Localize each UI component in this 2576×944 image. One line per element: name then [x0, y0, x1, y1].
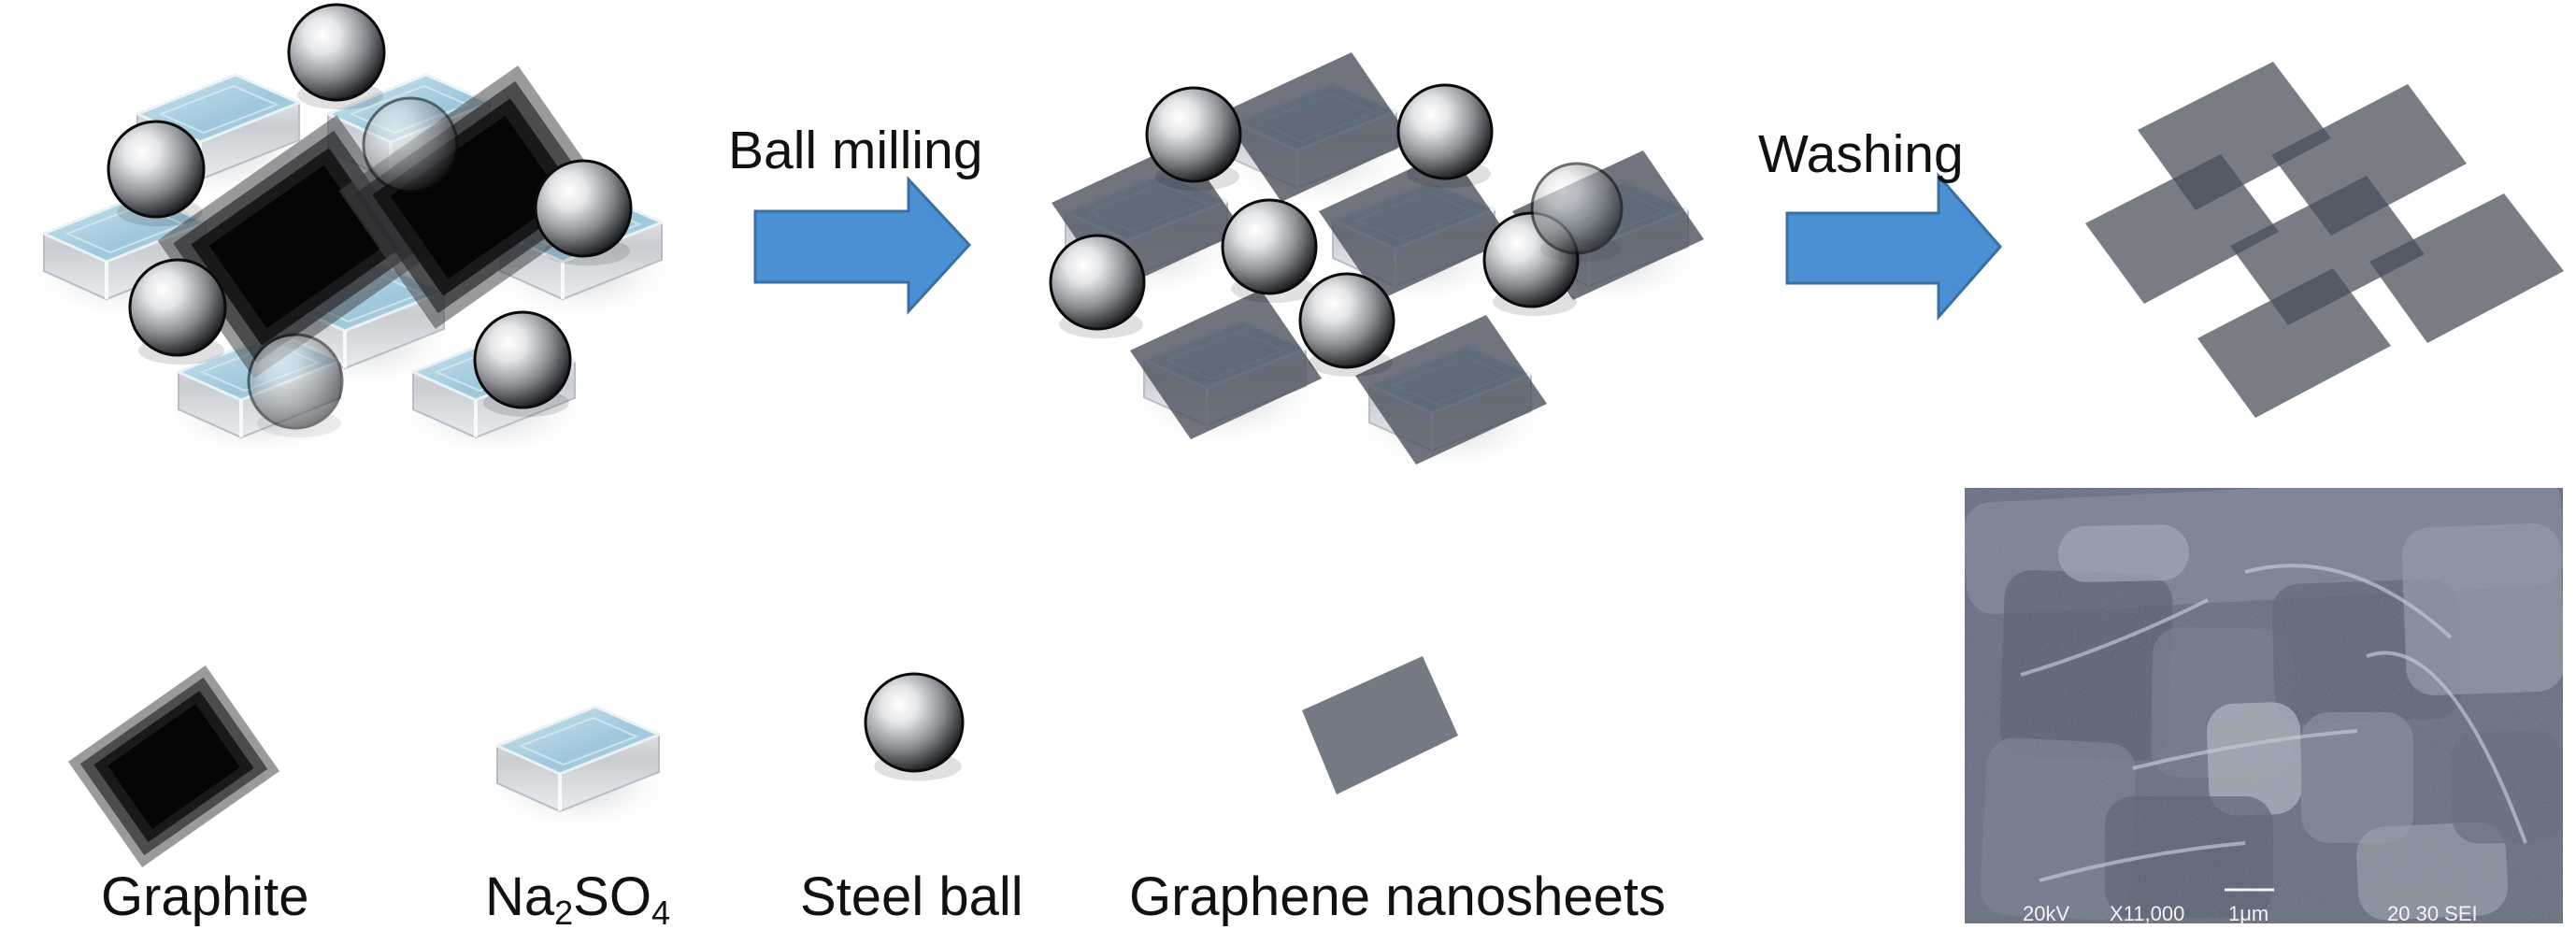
steel-ball-icon: [1145, 86, 1242, 191]
steel-ball-icon: [864, 672, 965, 781]
sem-texture: [1965, 488, 2563, 923]
graphene-sheet-icon: [1302, 656, 1458, 794]
sem-scale-bar-label: 1μm: [2228, 902, 2269, 924]
steel-ball-icon: [1049, 234, 1146, 338]
stage-graphene-nanosheets: [2085, 62, 2564, 418]
stage-milled-mixture: [1042, 52, 1709, 474]
steel-ball-icon: [107, 120, 206, 227]
sem-info: 20 30 SEI: [2387, 902, 2478, 924]
graphene-sheet: [2369, 193, 2564, 343]
graphene-sheet: [2230, 176, 2425, 325]
right-arrow-icon: [1785, 171, 2002, 321]
legend-icons: [67, 656, 1458, 867]
steel-ball-icon: [287, 3, 386, 110]
graphene-sheet: [2271, 84, 2467, 236]
formula-na: Na: [485, 866, 555, 927]
steel-ball-icon: [128, 258, 227, 365]
steel-ball-icon: [1298, 272, 1395, 377]
legend-label-graphite: Graphite: [101, 866, 309, 927]
step-label-ball-milling: Ball milling: [728, 121, 983, 180]
steel-ball-icon: [1530, 162, 1624, 263]
formula-subscript-4: 4: [651, 894, 670, 933]
sem-magnification: X11,000: [2110, 902, 2185, 924]
graphite-icon: [67, 665, 280, 867]
legend-label-steel-ball: Steel ball: [800, 866, 1023, 927]
formula-subscript-2: 2: [554, 894, 574, 933]
steel-ball-icon: [534, 159, 633, 266]
step-label-washing: Washing: [1758, 124, 1964, 184]
na2so4-crystal-icon: [472, 705, 681, 837]
steel-ball-icon: [247, 333, 344, 437]
legend-label-graphene-nanosheets: Graphene nanosheets: [1129, 866, 1666, 927]
steel-ball-icon: [362, 96, 459, 201]
arrow-washing: [1785, 171, 2002, 321]
graphene-sheet: [2197, 268, 2391, 418]
sem-micrograph: 20kV X11,000 1μm 20 30 SEI: [1965, 488, 2563, 923]
formula-so: SO: [573, 866, 651, 927]
steel-ball-icon: [1396, 83, 1494, 188]
steel-ball-icon: [473, 310, 572, 418]
stage-raw-mixture: [19, 3, 684, 463]
arrow-ball-milling: [753, 176, 972, 315]
graphene-sheet: [2085, 154, 2279, 304]
sem-voltage: 20kV: [2023, 902, 2070, 924]
legend-label-na2so4: Na2SO4: [485, 870, 670, 930]
graphene-coated-crystal: [1121, 290, 1326, 449]
right-arrow-icon: [753, 176, 972, 315]
steel-ball-icon: [1221, 198, 1318, 303]
